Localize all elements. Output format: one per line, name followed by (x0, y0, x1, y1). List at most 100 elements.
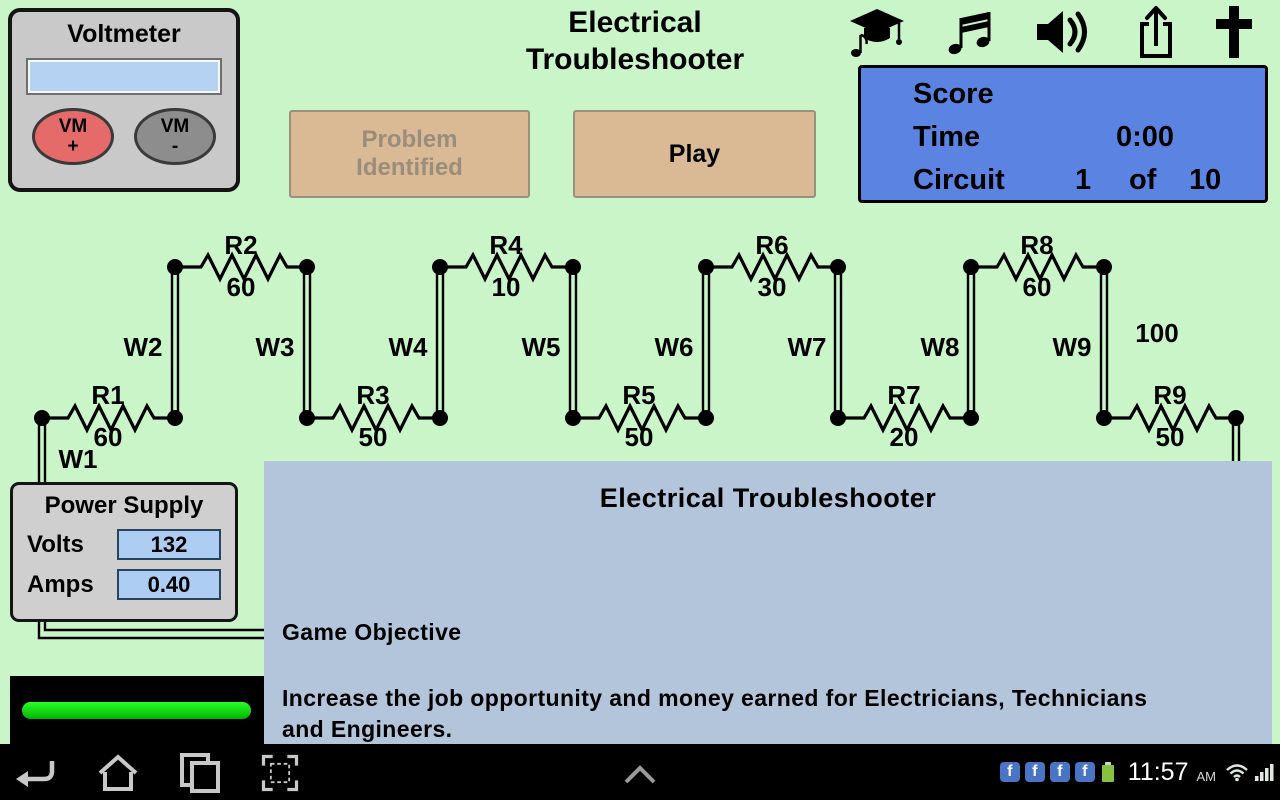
power-supply-title: Power Supply (44, 492, 204, 519)
voltmeter-display (26, 58, 222, 95)
navbar-buttons (12, 751, 302, 795)
wire-W4[interactable] (435, 265, 445, 420)
battery-meter-bar (22, 702, 251, 719)
value-R1: 60 (94, 422, 123, 452)
dialog-title: Electrical Troubleshooter (599, 483, 937, 513)
dialog-body: Increase the job opportunity and money e… (282, 685, 1148, 743)
circuit-total: 10 (1189, 164, 1222, 196)
toolbar-icons (846, 4, 1256, 60)
volts-label: Volts (27, 530, 84, 558)
vm-minus-label: VM (160, 116, 190, 138)
label-R7: R7 (887, 380, 920, 410)
vm-plus-label: VM (58, 116, 88, 138)
clock-time: 11:57 (1127, 757, 1189, 786)
circuit-number: 1 (1075, 164, 1092, 196)
value-R9: 50 (1156, 422, 1185, 452)
wire-W1[interactable] (37, 418, 47, 484)
label-W8: W8 (921, 332, 960, 362)
label-W4: W4 (389, 332, 429, 362)
android-navbar: f f f f 11:57 AM (0, 744, 1280, 800)
info-dialog[interactable]: Electrical Troubleshooter Game Objective… (264, 461, 1272, 745)
volts-row: Volts 132 (27, 529, 221, 560)
home-icon[interactable] (94, 751, 142, 795)
wire-W6[interactable] (701, 265, 711, 420)
facebook-notification-icon: f (999, 762, 1020, 782)
label-W2: W2 (124, 332, 163, 362)
voltmeter-buttons: VM + VM - (12, 95, 236, 165)
clock-ampm: AM (1196, 768, 1217, 784)
circuit-label: Circuit (913, 164, 1005, 196)
facebook-notification-icon: f (1074, 762, 1095, 782)
label-R5: R5 (622, 380, 655, 410)
time-label: Time (913, 121, 981, 153)
circuit-of-label: of (1129, 164, 1157, 196)
page-title: Electrical Troubleshooter (454, 5, 816, 78)
play-button[interactable]: Play (573, 110, 816, 198)
score-panel: Score Time 0:00 Circuit 1 of 10 (858, 65, 1268, 203)
status-icons: f f f f 11:57 AM (999, 744, 1274, 800)
label-R8: R8 (1020, 230, 1053, 260)
voltmeter-title: Voltmeter (67, 20, 181, 48)
circuit-diagram[interactable]: R1 60 R2 60 R3 50 R4 10 R5 50 R6 30 R7 2… (0, 230, 1280, 680)
recent-apps-icon[interactable] (176, 751, 224, 795)
amps-value-field: 0.40 (117, 569, 221, 600)
problem-identified-button[interactable]: Problem Identified (289, 110, 530, 198)
chevron-up-icon[interactable] (618, 760, 662, 786)
wire-W3[interactable] (302, 265, 312, 420)
label-extra-100: 100 (1135, 318, 1178, 348)
signal-icon (1255, 764, 1274, 781)
play-label: Play (668, 139, 721, 168)
label-W1: W1 (59, 444, 98, 474)
vm-plus-sign: + (67, 135, 79, 157)
vm-plus-button[interactable]: VM + (32, 108, 114, 165)
volts-value-field: 132 (117, 529, 221, 560)
wire-W7[interactable] (833, 265, 843, 420)
label-R9: R9 (1153, 380, 1186, 410)
time-value: 0:00 (1116, 121, 1175, 153)
cross-icon[interactable] (1212, 4, 1256, 60)
wire-W5[interactable] (568, 265, 578, 420)
label-W6: W6 (655, 332, 694, 362)
battery-icon (1101, 762, 1114, 782)
label-R1: R1 (91, 380, 124, 410)
value-R7: 20 (890, 422, 919, 452)
back-icon[interactable] (12, 751, 60, 795)
value-R5: 50 (625, 422, 654, 452)
label-W3: W3 (256, 332, 295, 362)
battery-meter (10, 676, 264, 744)
score-label: Score (913, 78, 994, 110)
wire-W8[interactable] (966, 265, 976, 420)
label-R3: R3 (356, 380, 389, 410)
problem-identified-label-line1: Problem (361, 126, 458, 154)
facebook-notification-icon: f (1049, 762, 1070, 782)
share-icon[interactable] (1134, 4, 1178, 60)
facebook-notification-icon: f (1024, 762, 1045, 782)
label-R4: R4 (489, 230, 523, 260)
value-R4: 10 (492, 272, 521, 302)
music-notes-icon[interactable] (943, 4, 999, 60)
amps-label: Amps (27, 570, 94, 598)
wifi-icon (1226, 764, 1248, 782)
amps-row: Amps 0.40 (27, 569, 221, 600)
label-W9: W9 (1053, 332, 1092, 362)
dialog-heading: Game Objective (282, 619, 462, 645)
problem-identified-label-line2: Identified (356, 154, 463, 181)
label-R6: R6 (755, 230, 788, 260)
value-R3: 50 (359, 422, 388, 452)
value-R8: 60 (1023, 272, 1052, 302)
label-W5: W5 (522, 332, 561, 362)
wire-W9[interactable] (1099, 265, 1109, 420)
vm-minus-button[interactable]: VM - (134, 108, 216, 165)
speaker-icon[interactable] (1033, 4, 1099, 60)
value-R6: 30 (758, 272, 787, 302)
voltmeter-panel: Voltmeter VM + VM - (8, 8, 240, 192)
vm-minus-sign: - (171, 135, 179, 157)
circuit-nodes (34, 259, 1244, 426)
power-supply-panel: Power Supply Volts 132 Amps 0.40 (10, 482, 238, 622)
screenshot-icon[interactable] (258, 751, 302, 795)
label-R2: R2 (224, 230, 257, 260)
wire-W2[interactable] (170, 265, 180, 420)
graduation-cap-icon[interactable] (846, 3, 908, 61)
page-title-line2: Troubleshooter (525, 42, 745, 76)
